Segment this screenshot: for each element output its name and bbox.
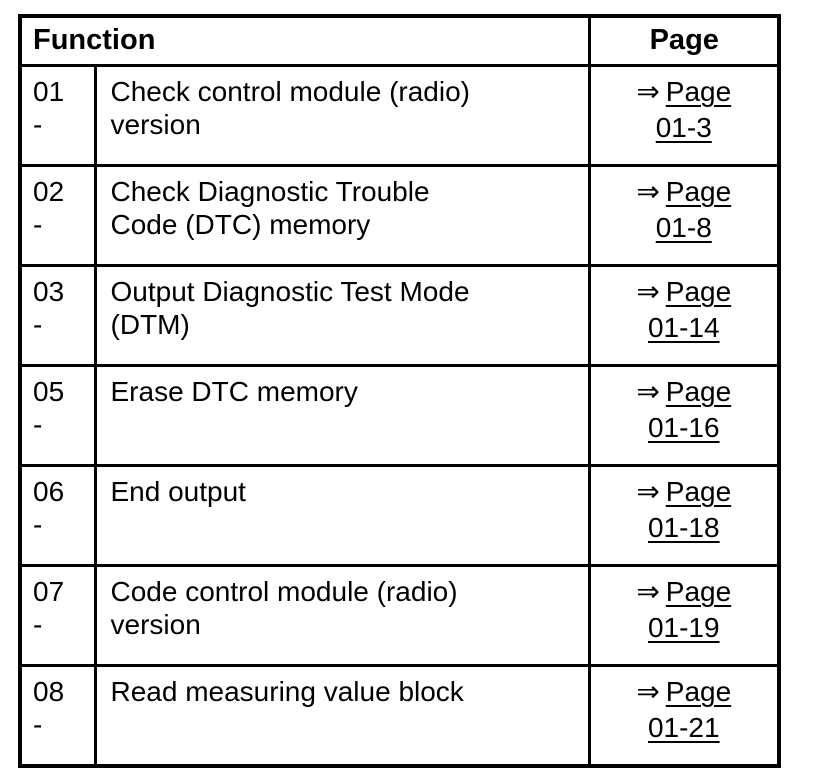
code-number: 05 [33, 376, 65, 407]
function-description: End output [93, 464, 591, 567]
page-link-label[interactable]: Page [665, 576, 732, 607]
page-reference-cell: ⇒Page 01-8 [587, 164, 781, 267]
page-reference-cell: ⇒Page 01-14 [587, 264, 781, 367]
code-number: 07 [33, 576, 65, 607]
table-row: 01 - Check control module (radio) versio… [18, 64, 781, 167]
function-description: Erase DTC memory [93, 364, 591, 467]
page-ref-line2: 01-16 [595, 412, 774, 445]
function-code: 02 - [18, 164, 97, 267]
page-ref-line1: ⇒Page [595, 176, 774, 209]
code-number: 01 [33, 76, 65, 107]
table-row: 05 - Erase DTC memory ⇒Page 01-16 [18, 364, 781, 467]
page-ref-line2: 01-8 [595, 212, 774, 245]
page-ref-line1: ⇒Page [595, 276, 774, 309]
code-dash: - [33, 708, 43, 740]
page-reference-cell: ⇒Page 01-3 [587, 64, 781, 167]
page-reference-cell: ⇒Page 01-18 [587, 464, 781, 567]
page-reference-cell: ⇒Page 01-21 [587, 664, 781, 768]
page-ref-line1: ⇒Page [595, 476, 774, 509]
jump-arrow-icon: ⇒ [636, 276, 660, 307]
page-ref-line2: 01-14 [595, 312, 774, 345]
code-dash: - [33, 608, 43, 640]
jump-arrow-icon: ⇒ [636, 476, 660, 507]
function-code: 01 - [18, 64, 97, 167]
function-column-header: Function [18, 14, 591, 67]
page-link-ref[interactable]: 01-8 [655, 211, 712, 243]
page-reference-cell: ⇒Page 01-19 [587, 564, 781, 667]
function-description: Read measuring value block [93, 664, 591, 768]
code-dash: - [33, 108, 43, 140]
page-link-label[interactable]: Page [665, 376, 732, 407]
page-link-ref[interactable]: 01-18 [647, 511, 720, 543]
page-ref-line2: 01-21 [595, 712, 774, 745]
code-dash: - [33, 308, 43, 340]
page-link-ref[interactable]: 01-19 [647, 611, 720, 643]
jump-arrow-icon: ⇒ [636, 176, 660, 207]
page-ref-line1: ⇒Page [595, 376, 774, 409]
code-number: 06 [33, 476, 65, 507]
function-code: 07 - [18, 564, 97, 667]
page-ref-line1: ⇒Page [595, 676, 774, 709]
page-link-label[interactable]: Page [665, 176, 732, 207]
page-link-ref[interactable]: 01-3 [655, 111, 712, 143]
code-number: 03 [33, 276, 65, 307]
table-row: 03 - Output Diagnostic Test Mode (DTM) ⇒… [18, 264, 781, 367]
code-dash: - [33, 208, 43, 240]
function-code: 03 - [18, 264, 97, 367]
page-link-label[interactable]: Page [665, 76, 732, 107]
page-link-label[interactable]: Page [665, 276, 732, 307]
page-reference-cell: ⇒Page 01-16 [587, 364, 781, 467]
table-row: 06 - End output ⇒Page 01-18 [18, 464, 781, 567]
table-row: 02 - Check Diagnostic Trouble Code (DTC)… [18, 164, 781, 267]
function-code: 06 - [18, 464, 97, 567]
table-header-row: Function Page [18, 14, 781, 67]
code-number: 08 [33, 676, 65, 707]
page-link-ref[interactable]: 01-16 [647, 411, 720, 443]
page-ref-line2: 01-18 [595, 512, 774, 545]
code-dash: - [33, 408, 43, 440]
function-description: Code control module (radio) version [93, 564, 591, 667]
page-column-header: Page [587, 14, 781, 67]
table-row: 07 - Code control module (radio) version… [18, 564, 781, 667]
page-ref-line2: 01-3 [595, 112, 774, 145]
page-link-label[interactable]: Page [665, 476, 732, 507]
jump-arrow-icon: ⇒ [636, 376, 660, 407]
function-code: 08 - [18, 664, 97, 768]
jump-arrow-icon: ⇒ [636, 76, 660, 107]
page-ref-line1: ⇒Page [595, 576, 774, 609]
function-code: 05 - [18, 364, 97, 467]
page-ref-line2: 01-19 [595, 612, 774, 645]
page-link-label[interactable]: Page [665, 676, 732, 707]
code-number: 02 [33, 176, 65, 207]
jump-arrow-icon: ⇒ [636, 576, 660, 607]
function-page-table: Function Page 01 - Check control module … [18, 14, 782, 768]
table-row: 08 - Read measuring value block ⇒Page 01… [18, 664, 781, 768]
page-link-ref[interactable]: 01-21 [647, 711, 720, 743]
page-link-ref[interactable]: 01-14 [647, 311, 720, 343]
page-ref-line1: ⇒Page [595, 76, 774, 109]
jump-arrow-icon: ⇒ [636, 676, 660, 707]
code-dash: - [33, 508, 43, 540]
function-description: Check Diagnostic Trouble Code (DTC) memo… [93, 164, 591, 267]
function-description: Check control module (radio) version [93, 64, 591, 167]
function-description: Output Diagnostic Test Mode (DTM) [93, 264, 591, 367]
